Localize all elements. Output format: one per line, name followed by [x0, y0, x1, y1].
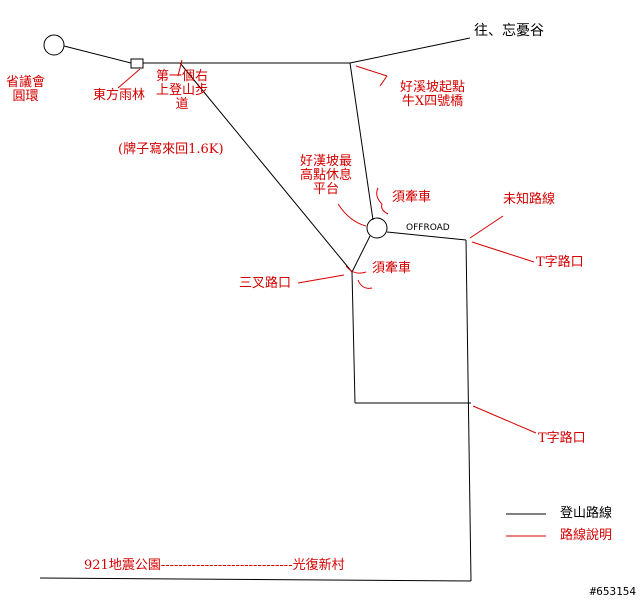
- label-text: 省議會 圓環: [6, 75, 46, 104]
- rest-platform-circle: [366, 217, 388, 239]
- legend-note-label: 路線說明: [560, 528, 613, 543]
- label-east-rainforest: 東方雨林: [93, 88, 146, 103]
- label-must-dismount-1: 須牽車: [392, 190, 432, 205]
- label-unknown-route: 未知路線: [503, 192, 556, 207]
- label-text: 好溪坡起點 牛X四號橋: [400, 80, 466, 109]
- label-t-junction-2: T字路口: [538, 431, 586, 446]
- label-first-right-trail: 第一個右 上登山步 道: [156, 70, 208, 112]
- label-haoxipo-start: 好溪坡起點 牛X四號橋: [400, 81, 465, 109]
- label-to-wangyougu: 往、忘憂谷: [474, 23, 544, 39]
- east-rainforest-marker: [130, 58, 144, 69]
- label-must-dismount-2: 須牽車: [372, 261, 412, 276]
- label-offroad: OFFROAD: [406, 223, 450, 233]
- label-t-junction-1: T字路口: [536, 255, 584, 270]
- legend-trail-label: 登山路線: [560, 506, 613, 521]
- label-sign-note: (牌子寫來回1.6K): [118, 142, 224, 157]
- label-highest-rest-platform: 好漢坡最 高點休息 平台: [300, 155, 352, 197]
- label-text: 好漢坡最 高點休息 平台: [300, 154, 353, 197]
- label-text: 第一個右 上登山步 道: [156, 69, 209, 112]
- trail-lines: [39, 34, 546, 582]
- label-provincial-roundabout: 省議會 圓環: [6, 76, 45, 104]
- label-park-to-village: 921地震公園------------------------------光復新…: [84, 558, 345, 573]
- roundabout-circle: [43, 34, 65, 56]
- annotation-lines: [117, 59, 546, 537]
- watermark: #653154: [589, 585, 636, 598]
- label-three-way-junction: 三叉路口: [239, 276, 292, 291]
